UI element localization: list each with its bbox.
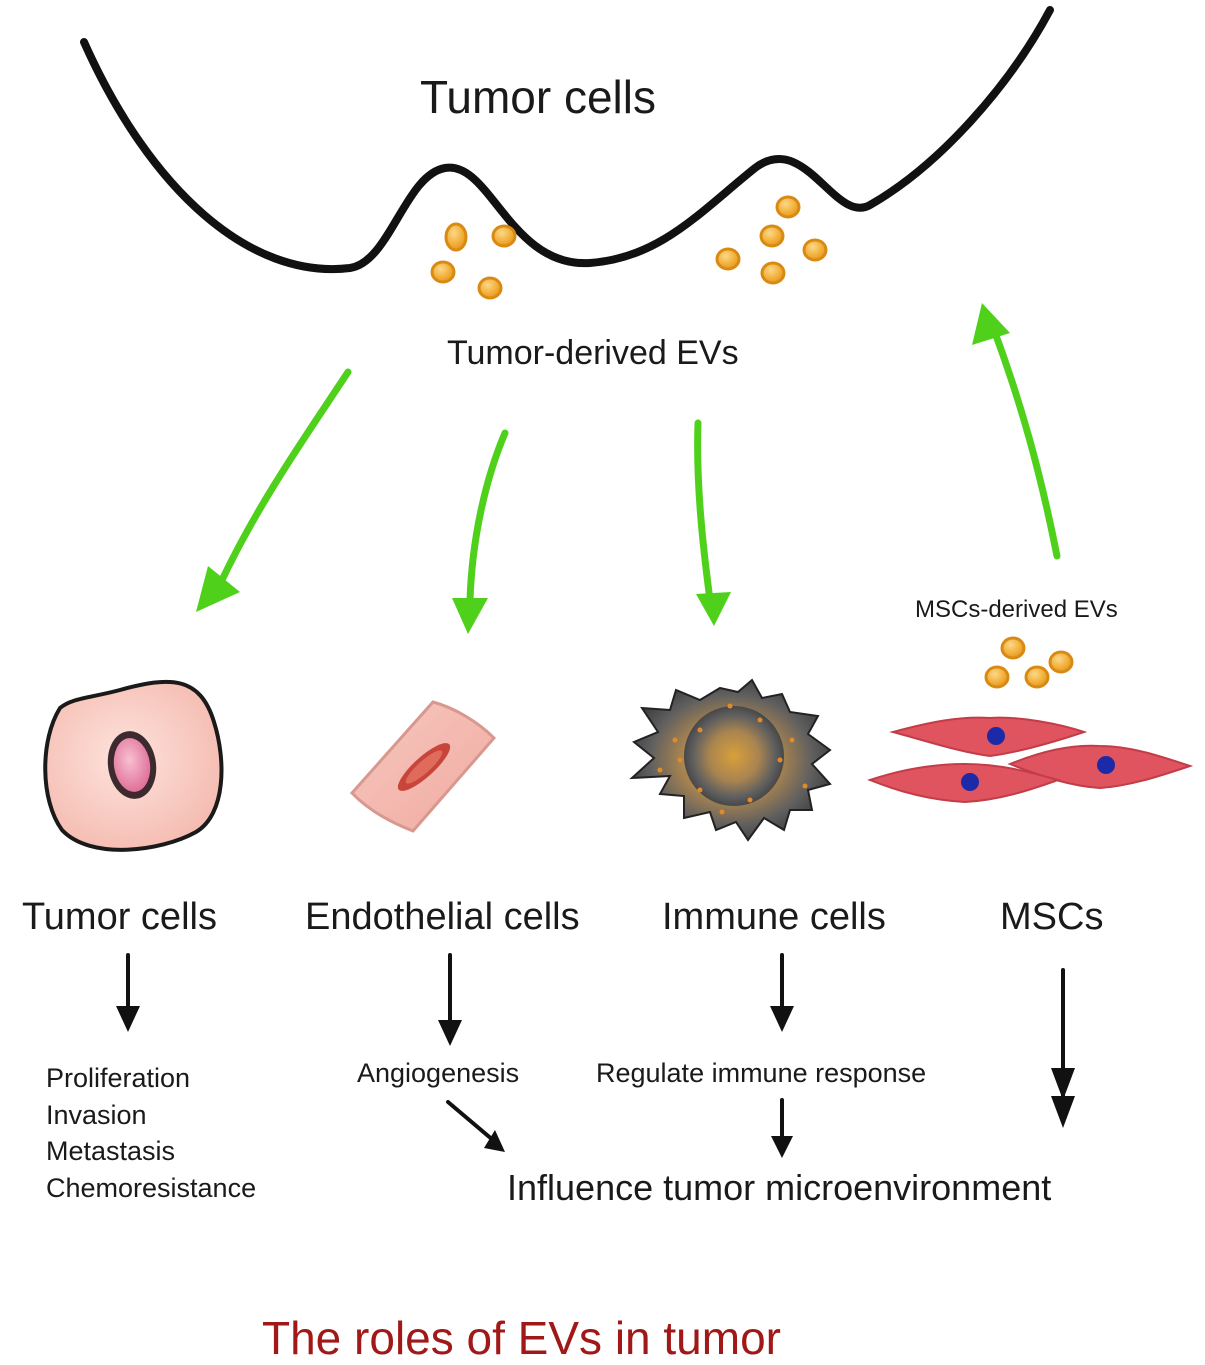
arrowhead [1051,1068,1075,1100]
arrowhead [770,1006,794,1032]
angiogenesis-label: Angiogenesis [357,1058,520,1088]
effect-invasion: Invasion [46,1099,147,1130]
tumor-effects-list: Proliferation Invasion Metastasis Chemor… [46,1060,256,1206]
ev-vesicle [775,195,801,219]
immune-cell-icon [629,678,832,842]
arrow-msc-to-tumor [990,326,1061,560]
ev-vesicle [759,224,785,248]
mscs-label: MSCs [1000,896,1104,938]
tumor-cells-title: Tumor cells [420,71,656,123]
green-arrows [218,326,1061,604]
arrowhead [771,1136,793,1158]
ev-vesicle [477,276,503,300]
tumor-derived-evs-label: Tumor-derived EVs [447,334,739,372]
msc-derived-evs-label: MSCs-derived EVs [915,596,1118,623]
arrow-to-endothelial-cells [466,429,509,604]
ev-vesicle [1024,665,1050,689]
ev-vesicle [760,261,786,285]
effect-proliferation: Proliferation [46,1063,191,1093]
black-arrowheads [116,1006,1075,1158]
msc-ev-vesicles [984,636,1074,689]
arrowhead [484,1130,505,1152]
tumor-cells-label: Tumor cells [22,896,217,938]
tumor-ev-vesicles [430,195,828,300]
arrowhead [116,1006,140,1032]
arrowhead [452,598,488,634]
tumor-cell-icon [43,679,224,852]
endothelial-cells-label: Endothelial cells [305,896,580,938]
ev-vesicle [715,247,741,271]
arrowhead [438,1020,462,1046]
arrowhead [1051,1096,1075,1128]
ev-vesicle [430,260,456,284]
ev-vesicle [491,224,517,248]
diagram-footer-title: The roles of EVs in tumor [262,1312,781,1364]
msc-cells-icon [867,716,1194,804]
arrow-to-tumor-cells [218,368,352,584]
effect-metastasis: Metastasis [46,1136,176,1166]
green-arrowheads [196,303,1010,634]
effect-chemoresistance: Chemoresistance [46,1172,257,1203]
tumor-membrane-curve [80,6,1054,274]
influence-tumor-microenvironment-label: Influence tumor microenvironment [507,1167,1052,1208]
regulate-immune-response-label: Regulate immune response [596,1058,927,1088]
black-arrows [126,953,1065,1154]
endothelial-cell-icon [349,700,497,833]
ev-vesicle [984,665,1010,689]
ev-vesicle [1000,636,1026,660]
ev-vesicle [444,222,468,252]
arrowhead [696,592,731,626]
ev-vesicle [1048,650,1074,674]
arrowhead [972,303,1010,345]
arrowhead [196,566,240,612]
immune-cells-label: Immune cells [662,896,886,938]
ev-vesicle [802,238,828,262]
arrow-to-immune-cells [694,419,714,604]
